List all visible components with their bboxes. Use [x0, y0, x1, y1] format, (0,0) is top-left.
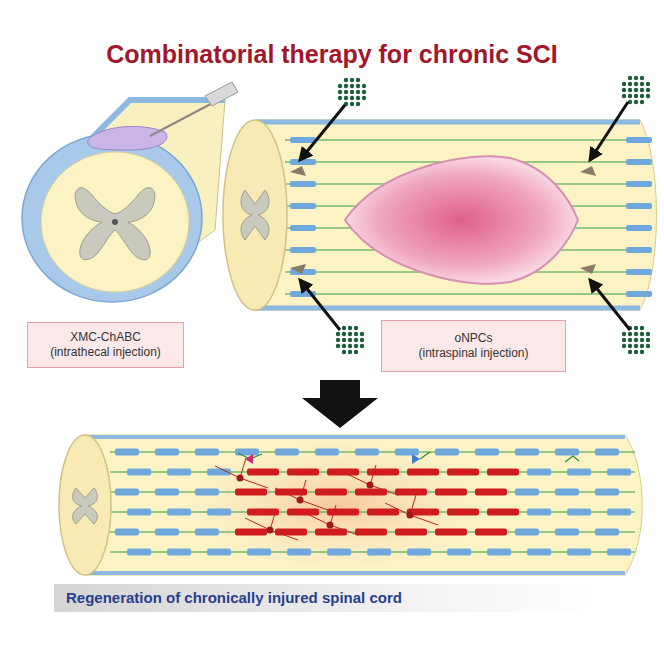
node-note: (intrathecal injection)	[34, 345, 177, 360]
node-note: (intraspinal injection)	[388, 346, 559, 361]
cord-cross-section	[22, 82, 238, 302]
label-box: XMC-ChABC(intrathecal injection)	[27, 322, 184, 368]
regenerated-cord	[59, 435, 642, 575]
node-heading: oNPCs	[388, 331, 559, 346]
result-arrow	[302, 380, 378, 428]
node-heading: Regeneration of chronically injured spin…	[66, 589, 584, 608]
node-heading: XMC-ChABC	[34, 330, 177, 345]
title: Combinatorial therapy for chronic SCI	[0, 40, 664, 69]
injured-cord	[223, 76, 657, 354]
label-box: oNPCs(intraspinal injection)	[381, 320, 566, 372]
result-banner: Regeneration of chronically injured spin…	[54, 584, 596, 612]
